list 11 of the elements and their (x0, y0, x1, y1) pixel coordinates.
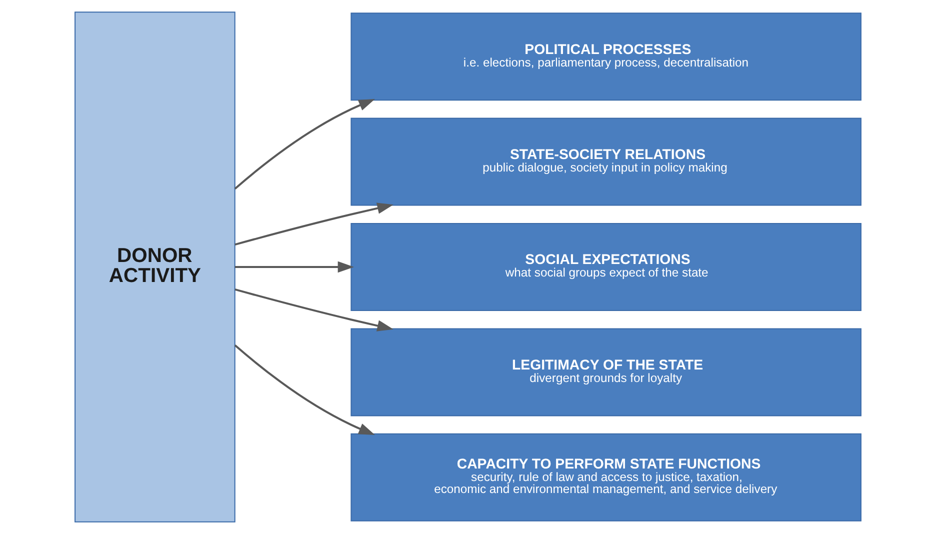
arrow (234, 288, 394, 332)
arrow (234, 261, 354, 273)
arrow (234, 98, 375, 190)
arrow (234, 344, 375, 436)
arrow (234, 202, 394, 246)
node-box: CAPACITY TO PERFORM STATE FUNCTIONS security, rule of law and access to justice, taxation, economic and environmental management, and service delivery (350, 433, 862, 522)
node-box: SOCIAL EXPECTATIONS what social groups expect of the state (350, 223, 862, 311)
node-box: LEGITIMACY OF THE STATE divergent grounds for loyalty (350, 328, 862, 416)
node-box: DONOR ACTIVITY (74, 12, 236, 522)
node-box: POLITICAL PROCESSES i.e. elections, parliamentary process, decentralisation (350, 12, 862, 101)
node-box: STATE-SOCIETY RELATIONS public dialogue, society input in policy making (350, 118, 862, 206)
